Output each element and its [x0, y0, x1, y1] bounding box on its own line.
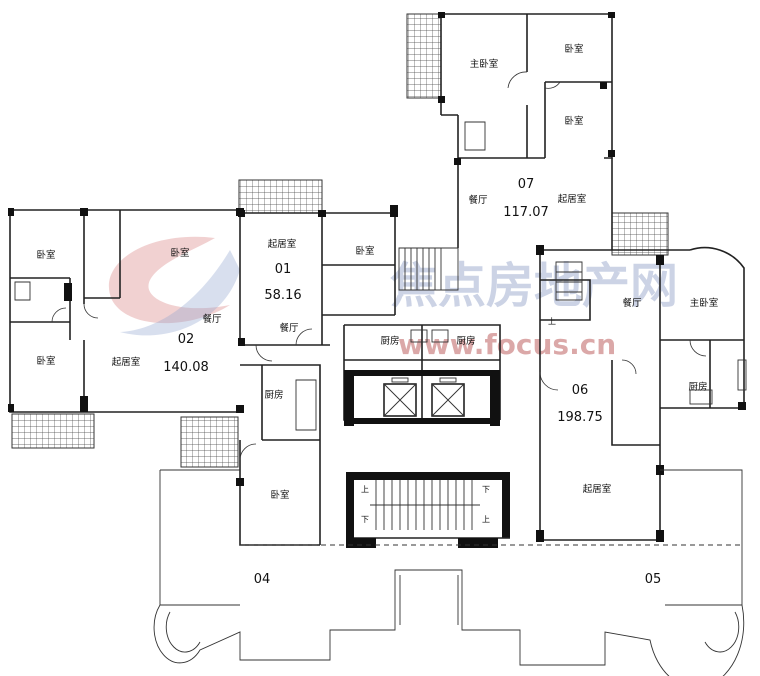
- watermark-text: 焦点房地产网: [390, 258, 678, 314]
- room-label-bedroom-07b: 卧室: [564, 115, 583, 127]
- room-label-living-07: 起居室: [558, 193, 587, 205]
- unit-area-02: 140.08: [163, 360, 209, 375]
- unit-01-walls: [238, 205, 398, 362]
- terraces: [153, 469, 745, 676]
- balcony-06: [611, 212, 669, 256]
- room-label-living-06: 起居室: [583, 483, 612, 495]
- balcony-04: [180, 416, 239, 468]
- watermark-logo-icon: [108, 236, 230, 324]
- unit-area-01: 58.16: [264, 288, 301, 303]
- room-label-dining-06: 餐厅: [622, 297, 642, 309]
- balcony-07-top: [406, 13, 442, 99]
- room-label-master-bedroom-07: 主卧室: [470, 58, 499, 70]
- unit-number-06: 06: [572, 383, 589, 398]
- unit-number-07: 07: [518, 177, 535, 192]
- unit-number-04: 04: [254, 572, 271, 587]
- stair-up-right: 上: [482, 515, 490, 524]
- room-label-kitchen-core-a: 厨房: [380, 335, 399, 347]
- unit-number-05: 05: [645, 572, 662, 587]
- core-walls: [343, 247, 501, 426]
- room-label-living-01: 起居室: [268, 238, 297, 250]
- unit-number-02: 02: [178, 332, 195, 347]
- unit-area-06: 198.75: [557, 410, 603, 425]
- unit-numbers: 01 58.16 02 140.08 06 198.75 07 117.07 0…: [163, 177, 661, 587]
- room-label-dining-01: 餐厅: [279, 322, 299, 334]
- room-label-bedroom-02b: 卧室: [170, 247, 189, 259]
- room-labels: 主卧室 卧室 卧室 餐厅 起居室 卧室 卧室 卧室 餐厅 起居室 起居室 卧室 …: [36, 43, 718, 501]
- room-label-living-02: 起居室: [112, 356, 141, 368]
- room-label-kitchen-04: 厨房: [264, 389, 283, 401]
- main-stair: [346, 472, 510, 548]
- room-label-kitchen-core-b: 厨房: [456, 335, 475, 347]
- room-label-bedroom-01: 卧室: [355, 245, 374, 257]
- unit-06-walls: [536, 245, 747, 542]
- stair-down-right: 下: [482, 485, 490, 494]
- stair-up-unit-06: 上: [548, 317, 556, 326]
- room-label-bedroom-04: 卧室: [270, 489, 289, 501]
- room-label-dining-07: 餐厅: [468, 194, 488, 206]
- room-label-master-bedroom-06: 主卧室: [690, 297, 719, 309]
- balcony-01: [238, 179, 323, 214]
- stair-up-left: 上: [361, 485, 369, 494]
- watermark: 焦点房地产网 www.focus.cn: [108, 236, 678, 361]
- unit-area-07: 117.07: [503, 205, 549, 220]
- watermark-url: www.focus.cn: [398, 328, 616, 361]
- room-label-bedroom-07a: 卧室: [564, 43, 583, 55]
- room-label-bedroom-02c: 卧室: [36, 355, 55, 367]
- unit-07-walls: [438, 12, 615, 250]
- room-label-dining-02: 餐厅: [202, 313, 222, 325]
- room-label-bedroom-02a: 卧室: [36, 249, 55, 261]
- room-label-kitchen-06: 厨房: [688, 381, 707, 393]
- stair-down-left: 下: [361, 515, 369, 524]
- unit-number-01: 01: [275, 262, 292, 277]
- stair-markers: 上 下 下 上 上: [361, 317, 556, 524]
- balcony-02: [11, 413, 95, 449]
